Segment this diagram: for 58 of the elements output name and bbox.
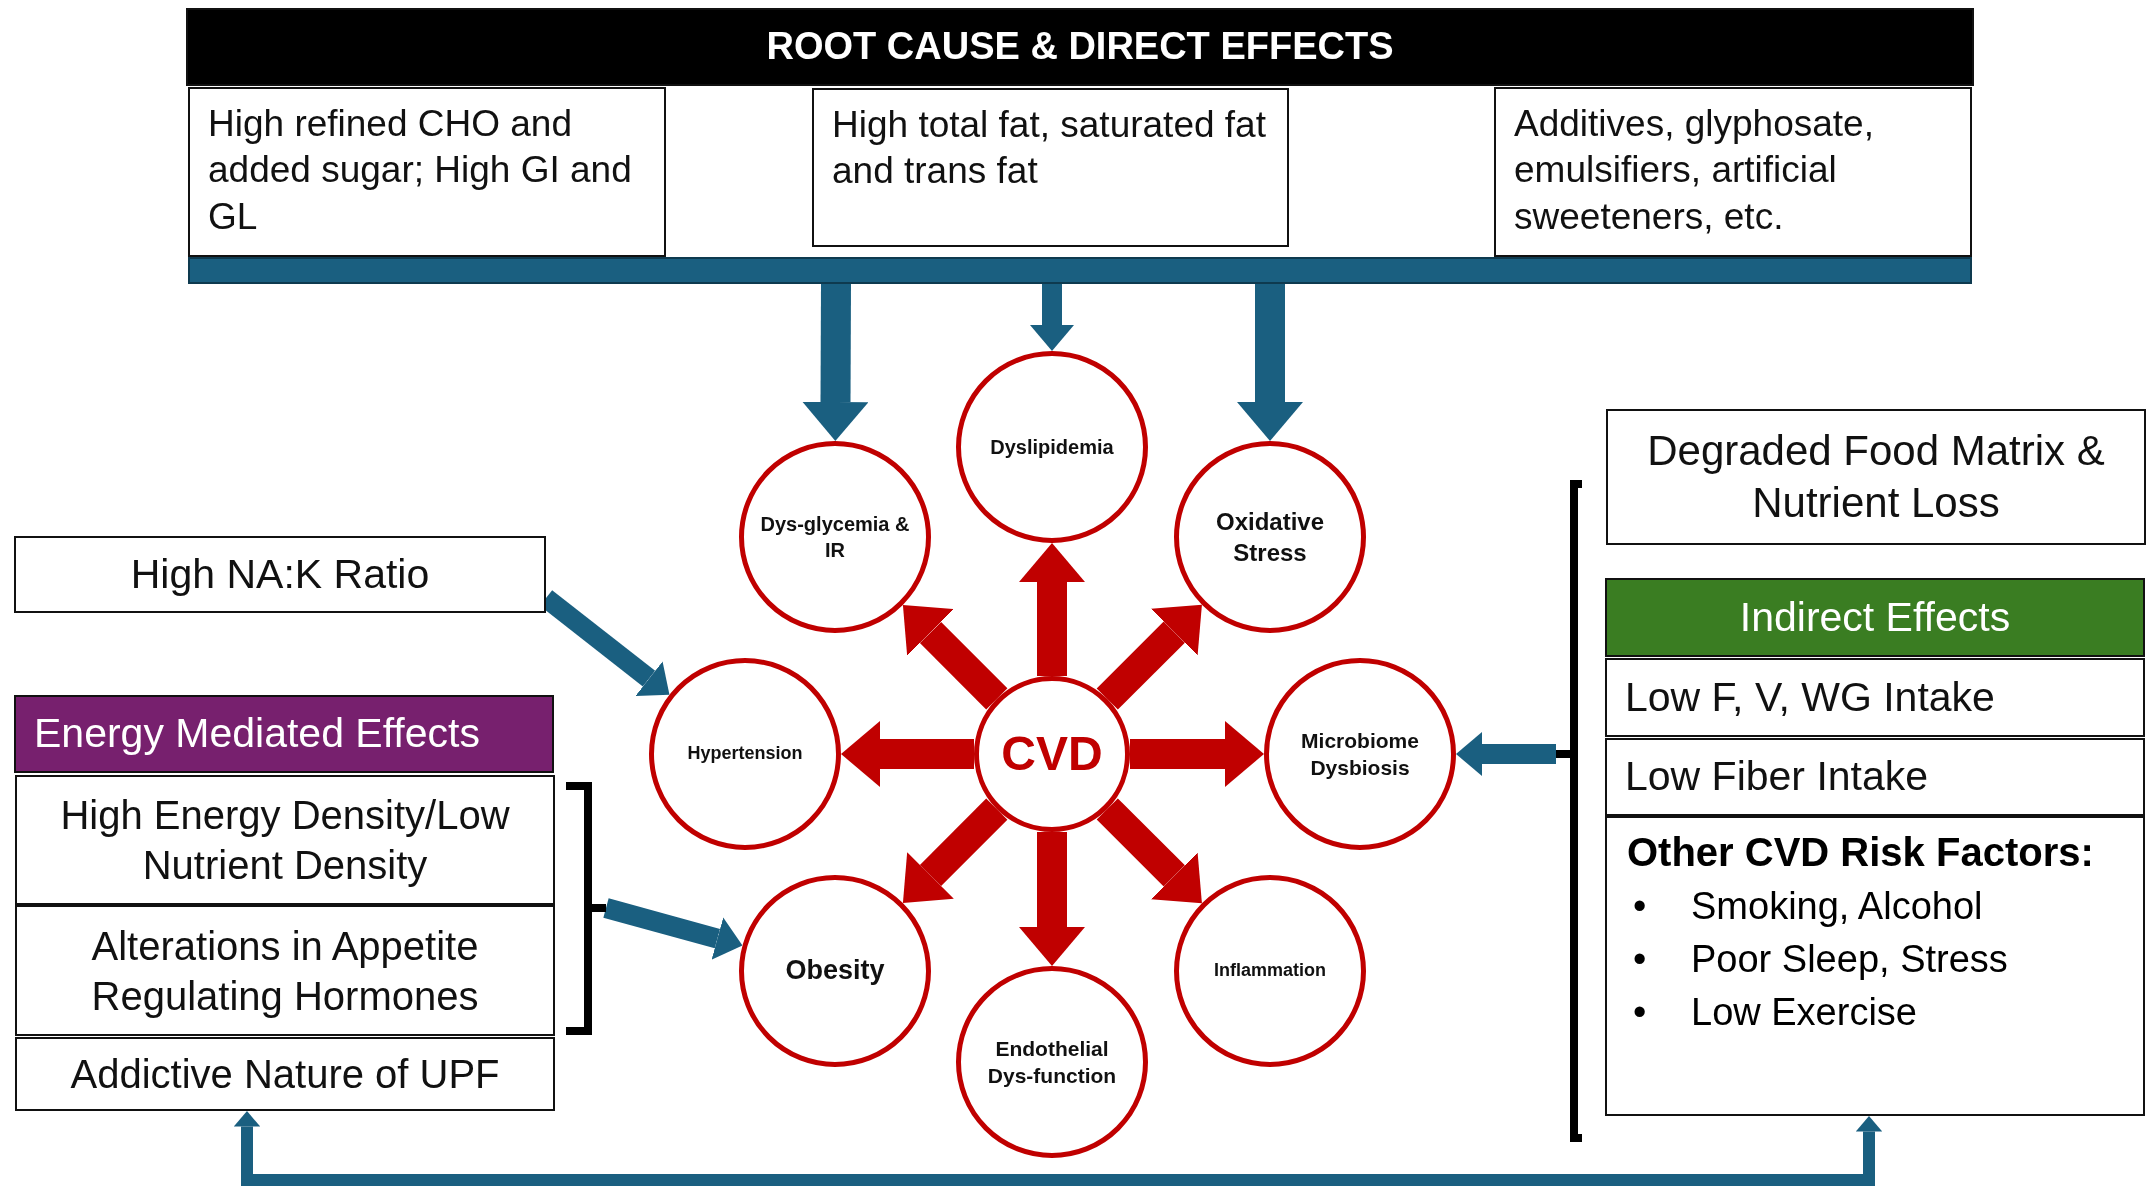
factor-box <box>1605 658 2145 737</box>
header-bar <box>186 8 1974 86</box>
bar <box>188 257 1972 284</box>
arrow <box>233 1111 1883 1186</box>
arrow <box>1019 832 1085 966</box>
arrow <box>603 898 743 960</box>
circle-label: Microbiome Dysbiosis <box>1300 727 1420 781</box>
box-text: High Energy Density/Low Nutrient Density <box>59 792 511 889</box>
arrow <box>1030 284 1074 351</box>
cause-box <box>1494 87 1972 257</box>
circle-label: Obesity <box>785 954 885 988</box>
box-text: Alterations in Appetite Regulating Hormones <box>90 922 480 1020</box>
circle-label: Oxidative Stress <box>1214 506 1325 568</box>
circle-label: Dyslipidemia <box>990 435 1114 460</box>
box-heading: Other CVD Risk Factors: <box>1627 830 2095 875</box>
section-header <box>14 695 554 773</box>
arrow <box>902 798 1008 904</box>
arrow <box>1456 732 1556 776</box>
box-text: Low F, V, WG Intake <box>1625 672 1996 722</box>
box-text: Additives, glyphosate, emulsifiers, artificial sweeteners, etc. <box>1514 102 1875 239</box>
circle-label: Endothelial Dys-function <box>986 1035 1118 1089</box>
box-text: High total fat, saturated fat and trans fat <box>832 103 1267 194</box>
arrow <box>802 283 869 441</box>
cause-box <box>812 88 1289 247</box>
cause-box <box>188 87 666 257</box>
factor-box <box>15 775 555 905</box>
arrow <box>902 604 1008 710</box>
arrow <box>1096 798 1202 904</box>
factor-box <box>1605 738 2145 816</box>
box-text: Addictive Nature of UPF <box>70 1051 500 1098</box>
arrow <box>841 721 974 787</box>
bullet: • <box>1633 938 1648 981</box>
circle-label: Inflammation <box>1214 959 1326 983</box>
box-text: Low Fiber Intake <box>1625 752 1930 802</box>
circle-label: CVD <box>1001 725 1103 782</box>
bullet: • <box>1633 885 1648 928</box>
section-title: Indirect Effects <box>1739 592 2011 642</box>
header-text: ROOT CAUSE & DIRECT EFFECTS <box>766 24 1394 70</box>
box-text: High refined CHO and added sugar; High GI and GL <box>208 102 633 239</box>
factor-box <box>15 905 555 1036</box>
list-item: Poor Sleep, Stress <box>1691 938 2008 981</box>
box-text: Degraded Food Matrix & Nutrient Loss <box>1646 425 2106 528</box>
risk-factor-box <box>1605 816 2145 1116</box>
section-title: Energy Mediated Effects <box>34 709 481 759</box>
circle-label: Dys-glycemia & IR <box>760 512 910 563</box>
arrow <box>1096 604 1202 710</box>
list-item: Low Exercise <box>1691 991 1917 1034</box>
bullet: • <box>1633 991 1648 1034</box>
list-item: Smoking, Alcohol <box>1691 885 1983 928</box>
section-header <box>1605 578 2145 657</box>
box-text: High NA:K Ratio <box>130 549 430 599</box>
arrow <box>1019 543 1085 676</box>
arrow <box>1130 721 1264 787</box>
circle-label: Hypertension <box>687 742 803 766</box>
factor-box <box>1606 409 2146 545</box>
factor-box <box>14 536 546 613</box>
factor-box <box>15 1037 555 1111</box>
arrow <box>1237 284 1303 441</box>
